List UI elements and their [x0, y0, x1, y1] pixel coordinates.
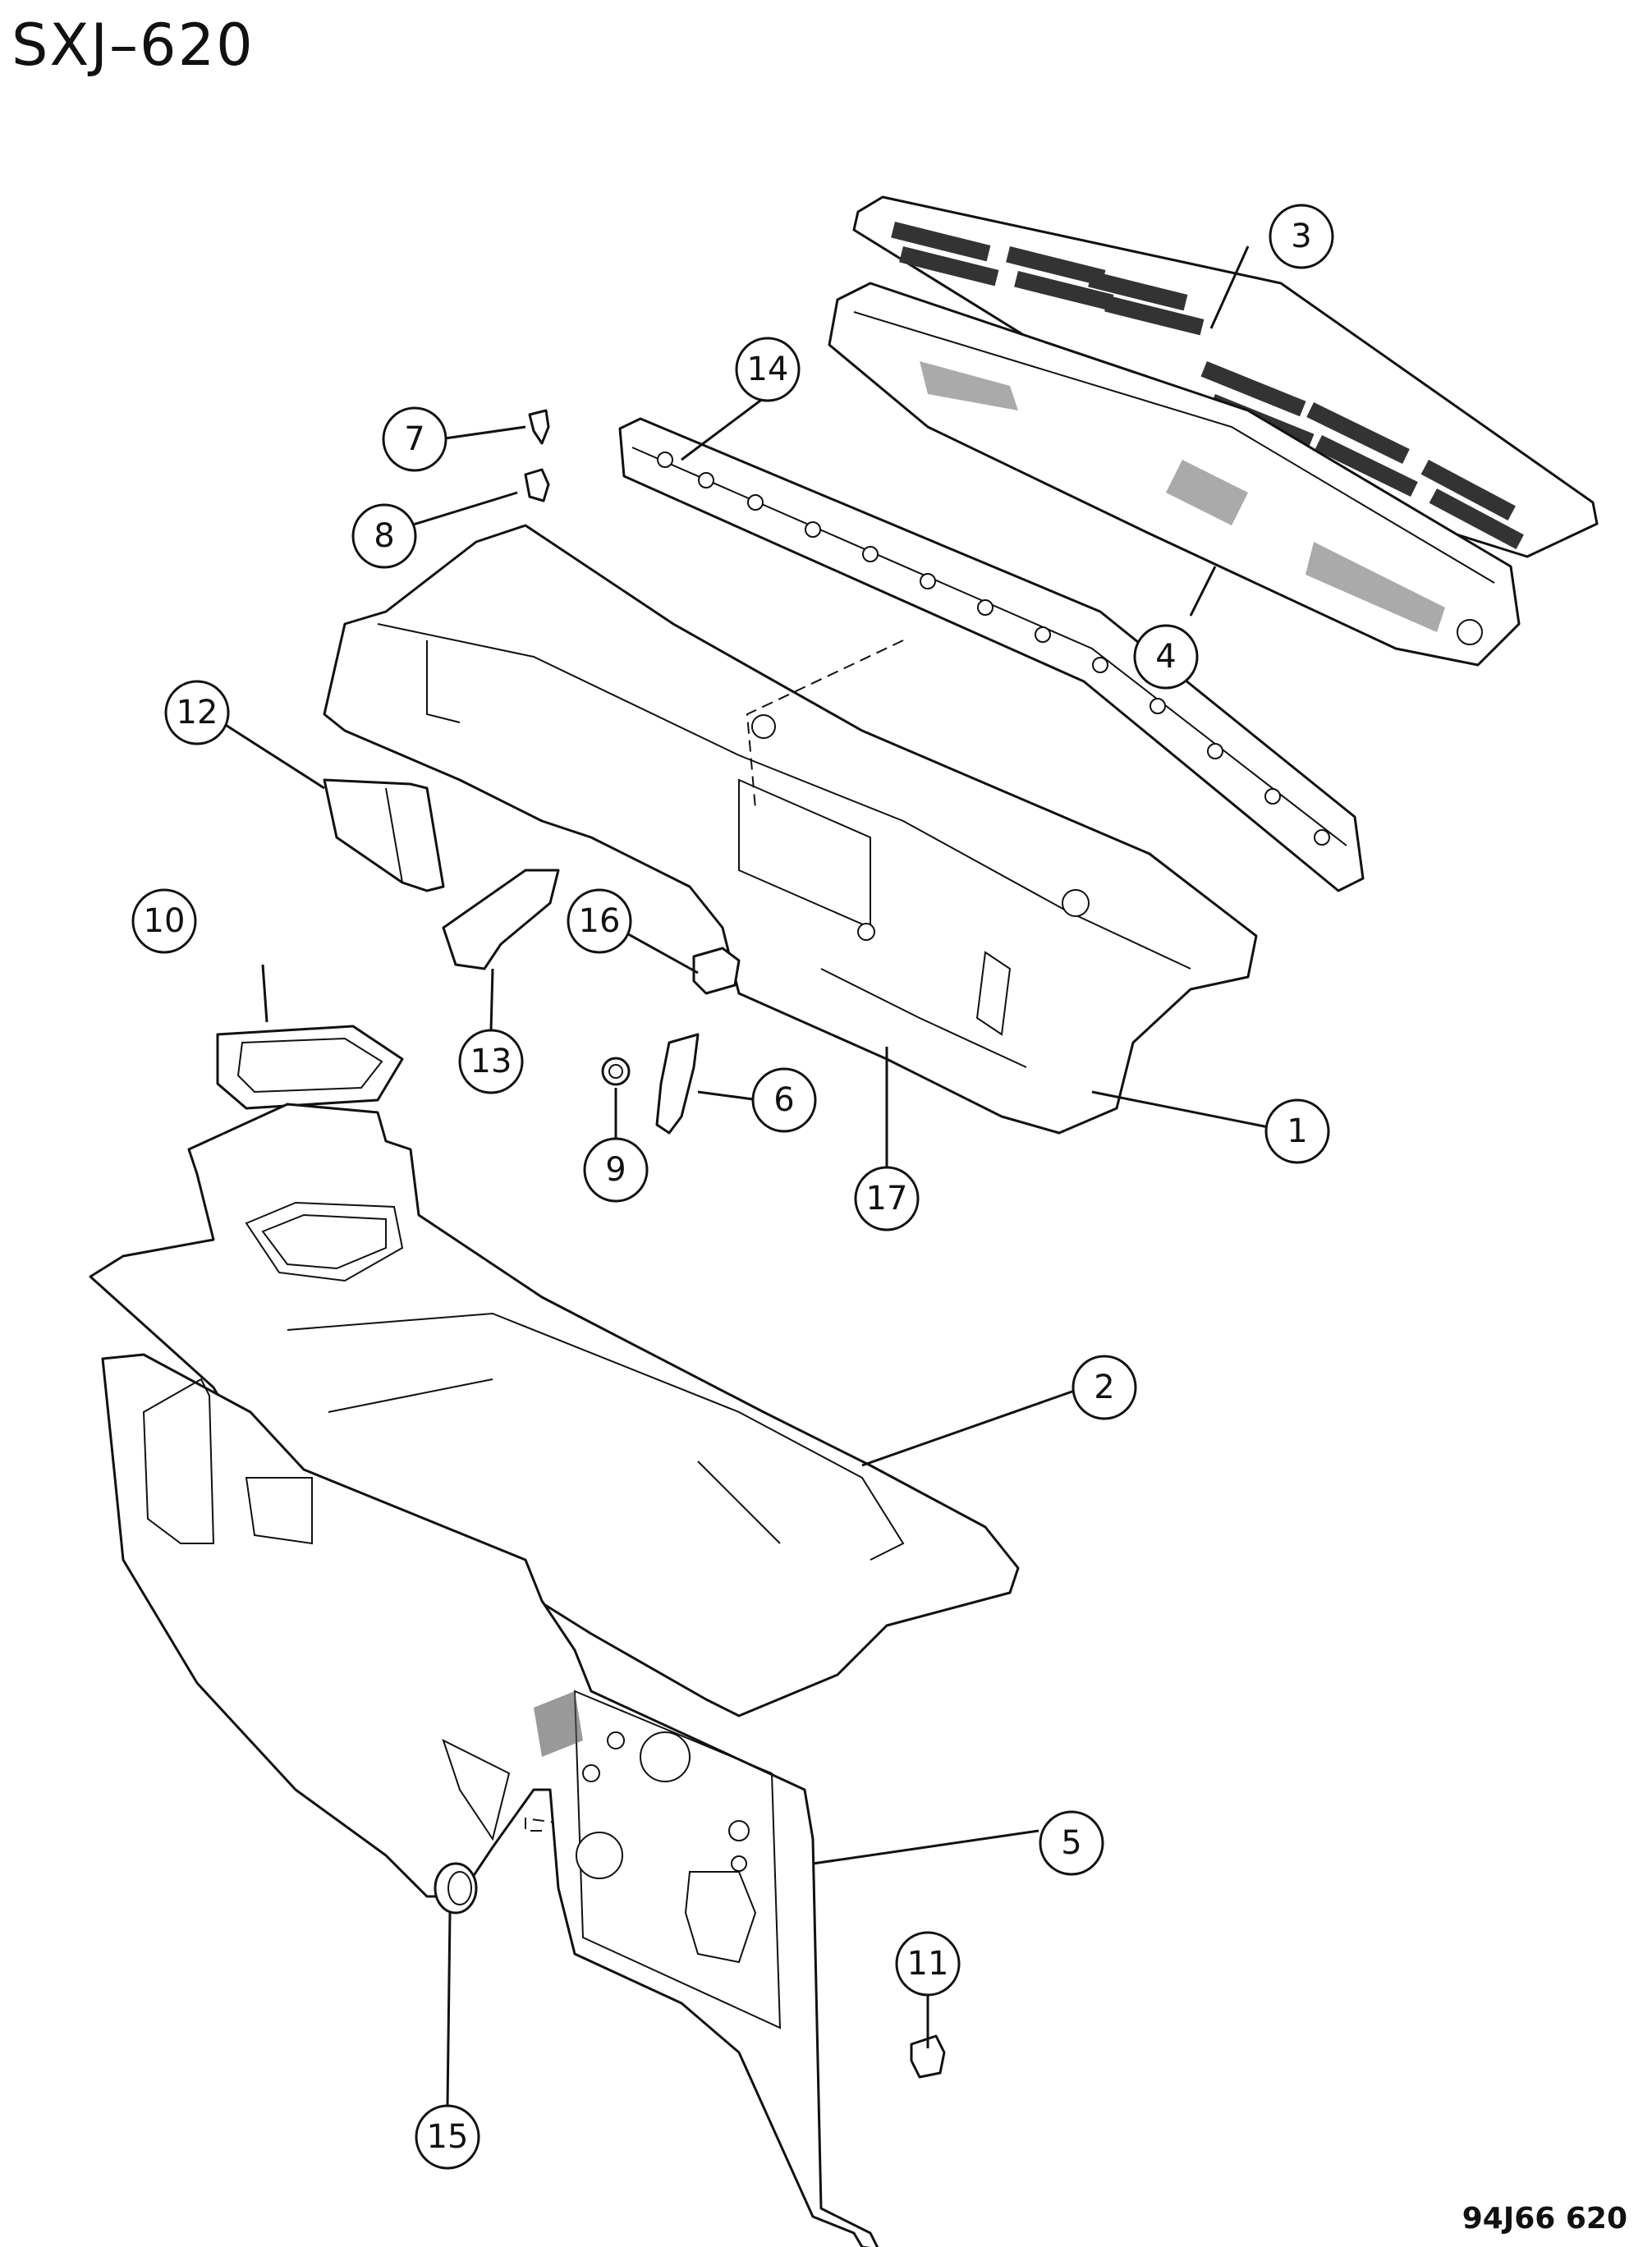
callout-12: 12 [164, 680, 230, 745]
callout-14: 14 [735, 337, 801, 402]
part-clip-nut [524, 468, 550, 502]
svg-text:17: 17 [866, 1180, 908, 1218]
part-cowl-grille [852, 195, 1599, 558]
svg-text:7: 7 [404, 420, 424, 458]
callout-8: 8 [351, 503, 417, 569]
svg-text:12: 12 [177, 694, 218, 731]
svg-text:9: 9 [605, 1151, 626, 1189]
part-dash-panel-upper [89, 1103, 1020, 1717]
callout-7: 7 [382, 406, 447, 472]
callout-10: 10 [131, 888, 197, 954]
part-grommet-large [434, 1862, 478, 1915]
callout-4: 4 [1133, 624, 1199, 690]
part-grommet-small [601, 1057, 631, 1086]
callout-2: 2 [1072, 1355, 1137, 1420]
part-seal [216, 1025, 404, 1110]
svg-text:14: 14 [747, 351, 789, 388]
svg-text:5: 5 [1061, 1824, 1081, 1862]
callouts: 1 2 3 4 5 6 7 8 9 10 11 12 13 14 15 16 1… [131, 204, 1334, 2170]
part-dash-panel-lower [101, 1353, 879, 2247]
part-bolt [910, 2034, 946, 2079]
leader-lines [221, 245, 1278, 2107]
part-cowl-top-panel [323, 524, 1258, 1135]
part-cowl-grille-screen [828, 282, 1521, 667]
callout-11: 11 [895, 1931, 961, 1997]
part-weatherstrip [820, 968, 1027, 1068]
svg-text:4: 4 [1155, 638, 1176, 676]
svg-text:2: 2 [1094, 1369, 1114, 1406]
svg-text:1: 1 [1287, 1112, 1307, 1150]
figure-code: 94J66 620 [1462, 2202, 1627, 2236]
callout-15: 15 [415, 2104, 480, 2170]
part-cowl-reinforcement [618, 417, 1365, 892]
part-push-pin [528, 409, 550, 445]
svg-text:11: 11 [907, 1945, 949, 1983]
callout-16: 16 [567, 888, 632, 954]
part-support-bracket [442, 869, 560, 970]
part-bracket [655, 1033, 700, 1135]
svg-text:10: 10 [144, 902, 186, 940]
part-plug [692, 947, 741, 995]
callout-13: 13 [458, 1029, 524, 1094]
callout-1: 1 [1264, 1098, 1330, 1164]
svg-text:13: 13 [470, 1043, 512, 1080]
callout-17: 17 [854, 1166, 920, 1231]
svg-text:16: 16 [579, 902, 621, 940]
page-code: SXJ–620 [11, 11, 255, 79]
callout-3: 3 [1269, 204, 1334, 269]
part-side-bracket [323, 778, 445, 892]
callout-5: 5 [1039, 1810, 1104, 1876]
callout-9: 9 [583, 1137, 649, 1203]
svg-text:3: 3 [1291, 218, 1311, 255]
callout-6: 6 [751, 1067, 817, 1133]
svg-text:6: 6 [773, 1081, 794, 1119]
svg-text:15: 15 [427, 2118, 469, 2156]
svg-text:8: 8 [374, 517, 394, 555]
